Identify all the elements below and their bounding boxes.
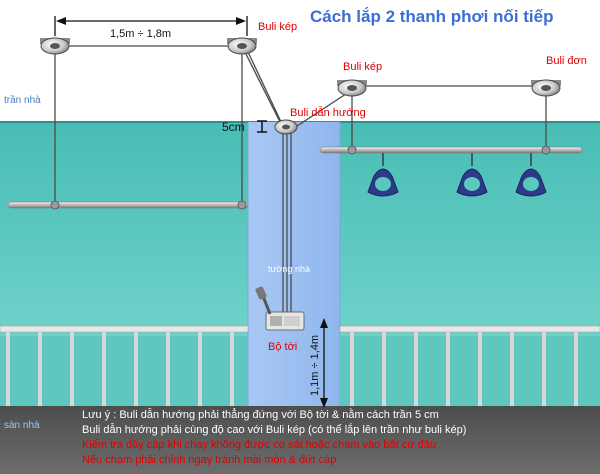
cables: [54, 45, 547, 322]
double-pulley-second: [337, 79, 367, 97]
page-title: Cách lắp 2 thanh phơi nối tiếp: [310, 7, 554, 26]
note-3: Kiểm tra dây cáp khi chạy không được cọ …: [82, 439, 436, 451]
ceiling-label: trần nhà: [4, 94, 41, 106]
drying-rail-left: [7, 200, 249, 210]
note-4: Nếu chạm phải chỉnh ngay tránh mài mòn &…: [82, 454, 337, 466]
dimension-winch-height: [320, 318, 328, 408]
ceiling-area: [0, 0, 600, 122]
single-pulley-label: Buli đơn: [546, 55, 587, 67]
single-pulley: [531, 79, 561, 97]
balcony-railing: [0, 325, 600, 406]
double-pulley-right: [227, 37, 257, 55]
double-pulley-label-1: Buli kép: [258, 21, 297, 33]
note-2: Buli dẫn hướng phải cùng độ cao với Buli…: [82, 424, 467, 436]
dimension-pulley-spacing: [54, 16, 248, 36]
floor-area: [0, 406, 600, 474]
guide-pulley-label: Buli dẫn hướng: [290, 106, 366, 119]
winch: [255, 286, 305, 331]
double-pulley-left: [40, 37, 70, 55]
drying-rail-right: [319, 145, 583, 155]
wall-column: [248, 122, 340, 406]
ceiling-gap-label: 5cm: [222, 120, 245, 134]
installation-notes: Lưu ý : Buli dẫn hướng phải thẳng đứng v…: [0, 406, 600, 474]
floor-label: sàn nhà: [4, 420, 40, 431]
guide-pulley: [274, 119, 298, 135]
hanger-2: [456, 153, 488, 197]
dimension-ceiling-gap: [257, 120, 267, 133]
hanger-1: [367, 153, 399, 197]
double-pulley-label-2: Buli kép: [343, 61, 382, 73]
hanger-3: [515, 153, 547, 197]
pulley-spacing-label: 1,5m ÷ 1,8m: [110, 28, 171, 40]
wall-label: tường nhà: [268, 264, 310, 274]
note-1: Lưu ý : Buli dẫn hướng phải thẳng đứng v…: [82, 409, 439, 421]
winch-height-label: 1,1m ÷ 1,4m: [309, 335, 321, 396]
clothes-hangers: [367, 153, 547, 197]
winch-label: Bộ tời: [268, 341, 297, 353]
